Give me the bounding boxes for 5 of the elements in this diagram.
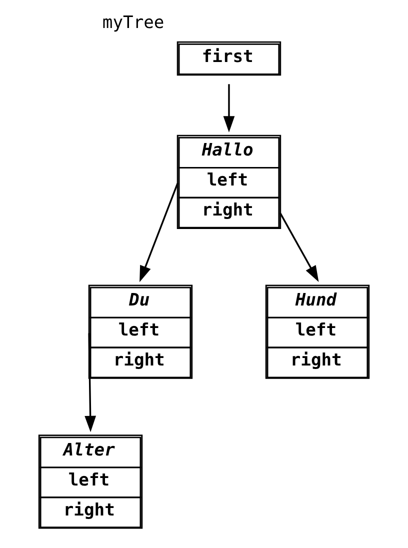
arrow	[84, 333, 96, 432]
arrow	[140, 183, 178, 282]
arrow	[280, 212, 319, 282]
node-label: myTree	[102, 12, 164, 33]
arrow	[223, 84, 235, 132]
